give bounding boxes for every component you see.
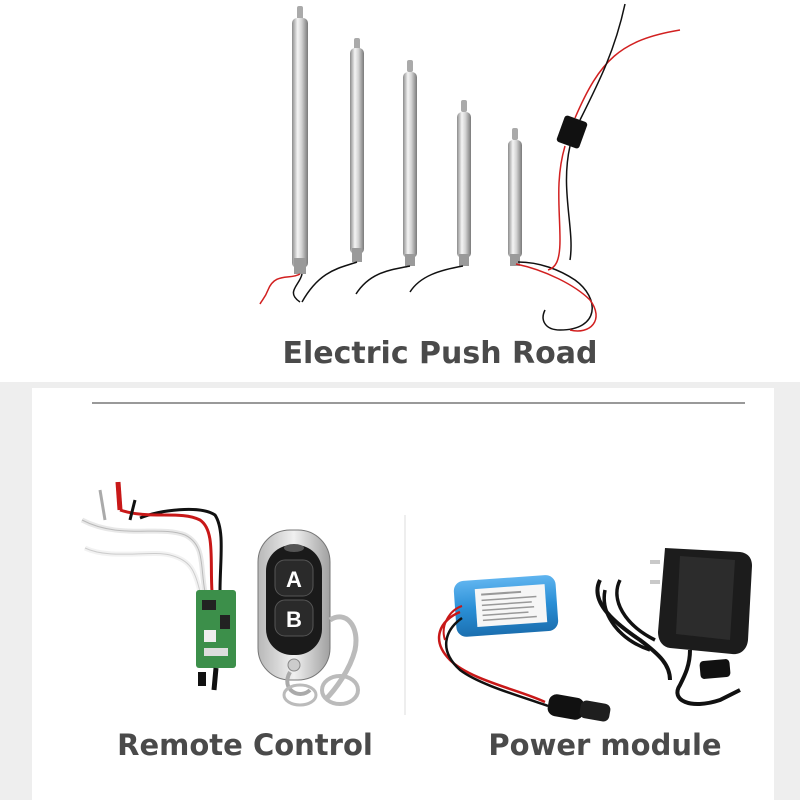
receiver-module bbox=[80, 481, 236, 691]
push-rod-panel bbox=[0, 0, 800, 382]
battery-pack bbox=[438, 575, 611, 722]
remote-caption: Remote Control bbox=[117, 728, 373, 762]
push-rod-3 bbox=[355, 60, 417, 295]
button-a bbox=[274, 559, 314, 597]
remote-key-fob: A B bbox=[257, 529, 360, 707]
button-b bbox=[274, 599, 314, 637]
button-b-label: B bbox=[286, 607, 302, 632]
push-rod-5 bbox=[508, 128, 597, 332]
push-rod-2 bbox=[301, 38, 364, 303]
power-caption: Power module bbox=[488, 728, 722, 762]
button-a-label: A bbox=[286, 567, 302, 592]
push-rod-4 bbox=[409, 100, 471, 293]
push-rod-wire-harness bbox=[547, 3, 681, 271]
push-rod-1 bbox=[259, 6, 308, 305]
power-adapter bbox=[595, 548, 752, 706]
accessories-panel-inner bbox=[32, 388, 774, 800]
push-rod-caption: Electric Push Road bbox=[282, 336, 598, 371]
